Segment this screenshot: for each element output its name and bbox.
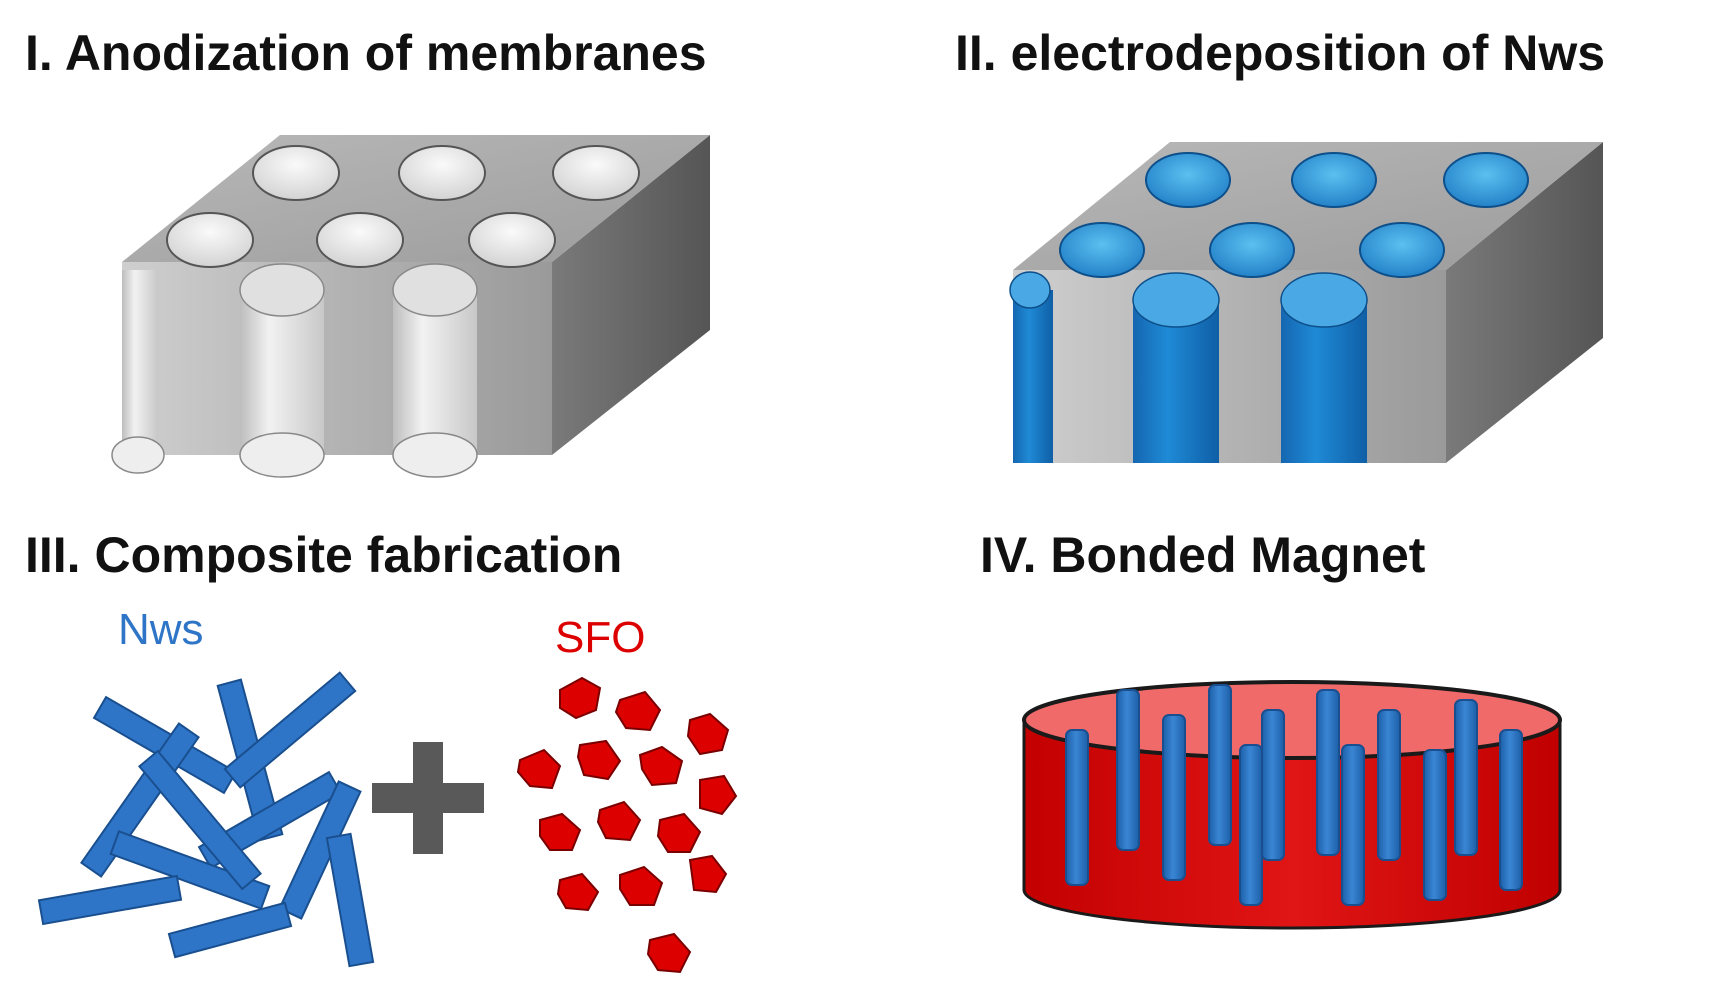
magnet-nanowires [1065,684,1523,906]
sfo-label: SFO [555,613,646,662]
step-1-title: I. Anodization of membranes [25,25,707,81]
bonded-magnet [1022,680,1562,930]
nws-label: Nws [118,605,204,654]
nanowire-channels [1009,271,1368,463]
scattered-nanowires [37,671,375,968]
step-4-title: IV. Bonded Magnet [980,527,1426,583]
plus-icon [372,742,484,854]
sfo-particles [516,676,738,974]
membrane-channels [111,263,478,478]
step-3-title: III. Composite fabrication [25,527,623,583]
membrane-pores [166,145,640,268]
step-2-title: II. electrodeposition of Nws [955,25,1606,81]
nanowire-tops [1059,152,1529,278]
